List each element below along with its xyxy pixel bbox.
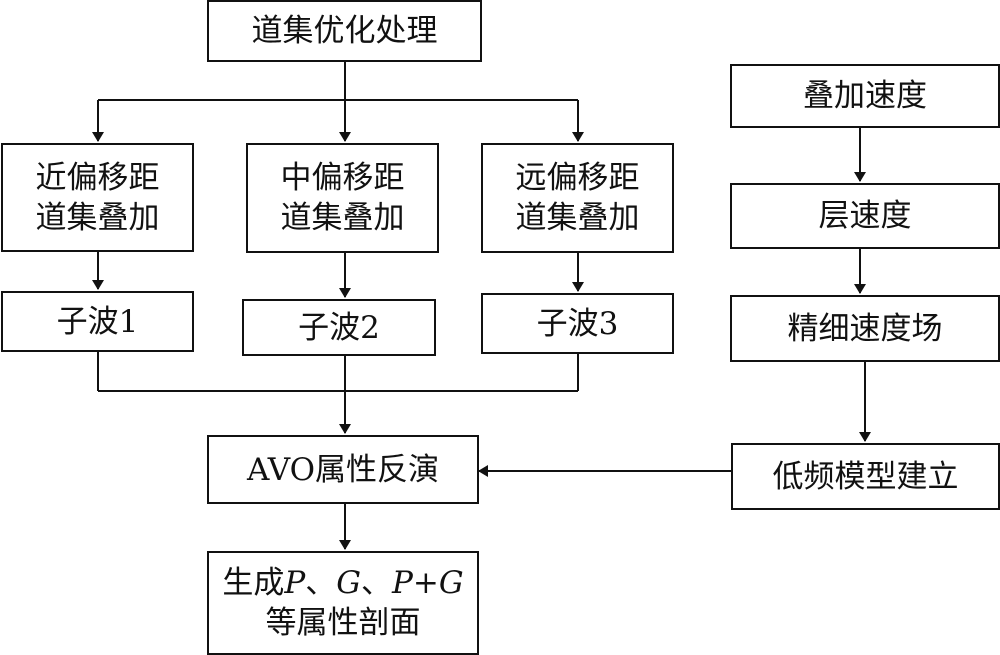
node-label-line2: 等属性剖面 [265,605,421,641]
node-label-line2: 道集叠加 [35,199,160,236]
node-label: 层速度 [818,198,912,234]
node-label-line1: 近偏移距 [35,159,160,196]
node-label: 叠加速度 [803,78,927,114]
node-avo-inversion: AVO属性反演 [207,435,479,504]
node-wavelet-3: 子波3 [481,293,674,354]
node-label-line2: 道集叠加 [280,200,405,236]
node-label: 子波1 [56,303,139,340]
node-label: 子波2 [298,309,380,346]
node-attribute-sections: 生成P、G、P+G 等属性剖面 [207,551,479,655]
node-far-offset-stack: 远偏移距 道集叠加 [481,143,674,253]
node-stacking-velocity: 叠加速度 [730,64,1000,128]
node-low-frequency-model: 低频模型建立 [731,443,1000,510]
node-label-line2: 道集叠加 [515,200,640,236]
node-label: 道集优化处理 [251,13,438,49]
node-interval-velocity: 层速度 [730,183,1000,249]
node-label: 子波3 [536,305,619,342]
node-wavelet-2: 子波2 [242,299,436,356]
node-label: 低频模型建立 [772,458,959,495]
node-near-offset-stack: 近偏移距 道集叠加 [1,143,194,252]
node-label-line1: 中偏移距 [280,160,405,196]
node-label-line1: 生成P、G、P+G [222,565,464,601]
node-wavelet-1: 子波1 [1,291,194,352]
node-gather-optimization: 道集优化处理 [207,0,482,62]
node-fine-velocity-field: 精细速度场 [730,295,1000,362]
node-label: AVO属性反演 [246,451,440,488]
node-label-line1: 远偏移距 [515,160,640,196]
node-label: 精细速度场 [787,310,943,347]
node-mid-offset-stack: 中偏移距 道集叠加 [246,143,439,253]
